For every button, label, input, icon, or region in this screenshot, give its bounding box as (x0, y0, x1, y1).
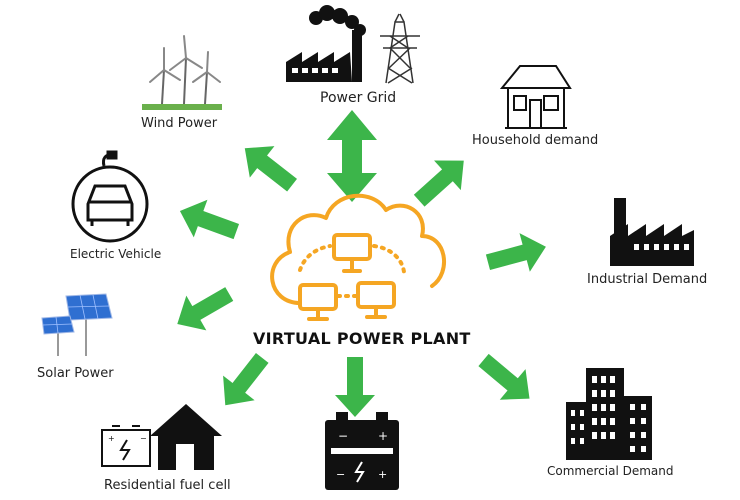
power-grid-icon (286, 5, 420, 84)
label-industrial-demand: Industrial Demand (587, 272, 708, 287)
arrow-battery (335, 357, 375, 417)
house-icon (499, 65, 572, 129)
arrow-ev (179, 199, 240, 240)
cloud-network-icon (270, 193, 447, 321)
arrow-fuelcell (223, 353, 269, 406)
arrow-wind (244, 146, 297, 192)
arrow-solar (177, 287, 234, 331)
fuel-cell-house-icon: + − (101, 404, 222, 470)
label-electric-vehicle: Electric Vehicle (70, 247, 162, 261)
svg-text:+: + (378, 468, 387, 481)
label-power-grid: Power Grid (320, 90, 397, 106)
factory-icon (610, 198, 694, 266)
label-commercial-demand: Commercial Demand (547, 464, 674, 478)
svg-text:−: − (140, 434, 147, 443)
label-wind-power: Wind Power (141, 116, 218, 131)
battery-storage-icon: − + − + (325, 412, 399, 490)
label-residential-fuel-cell: Residential fuel cell (104, 478, 231, 493)
wind-turbine-icon (142, 35, 222, 110)
arrow-industrial (485, 233, 546, 272)
label-solar-power: Solar Power (37, 366, 114, 381)
solar-panel-icon (41, 293, 113, 356)
svg-text:−: − (336, 468, 345, 481)
arrow-household (413, 160, 464, 207)
arrow-commercial (478, 353, 530, 400)
label-household-demand: Household demand (472, 133, 599, 148)
arrows (177, 110, 546, 417)
diagram-title: VIRTUAL POWER PLANT (253, 329, 471, 348)
arrow-grid (327, 110, 377, 202)
svg-text:−: − (338, 429, 348, 443)
electric-vehicle-icon (71, 150, 149, 243)
svg-text:+: + (108, 434, 115, 443)
svg-text:+: + (378, 429, 388, 443)
office-building-icon (566, 368, 652, 460)
